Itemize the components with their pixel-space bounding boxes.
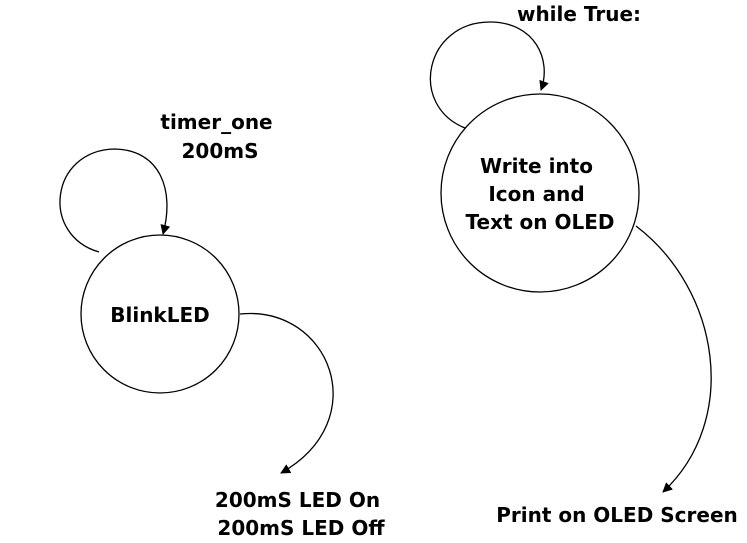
blinkled-output-label: 200mS LED On 200mS LED Off <box>215 488 387 540</box>
oled-output-label: Print on OLED Screen <box>496 503 738 527</box>
blinkled-state-label: BlinkLED <box>110 303 210 327</box>
while-loop-label: while True: <box>517 2 641 26</box>
while-loop-arrow <box>429 21 549 129</box>
oled-output-arrow <box>635 225 712 493</box>
blinkled-group: BlinkLED timer_one 200mS 200mS LED On 20… <box>59 110 387 540</box>
timer-loop-label: timer_one 200mS <box>160 110 279 163</box>
oled-group: Write into Icon and Text on OLED while T… <box>429 2 738 527</box>
timer-loop-arrow <box>59 148 171 253</box>
oled-state-label: Write into Icon and Text on OLED <box>466 154 615 234</box>
blinkled-output-arrow <box>239 312 334 474</box>
blinkled-state-circle <box>80 234 240 394</box>
oled-state-circle <box>440 93 640 293</box>
